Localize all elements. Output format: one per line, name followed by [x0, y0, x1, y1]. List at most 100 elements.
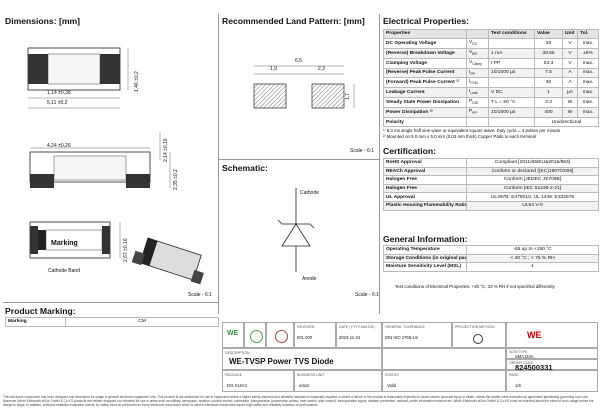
property-cell: Polarity [383, 117, 467, 127]
tb-reach-cell [266, 322, 294, 348]
proj-caption: PROJECTION METHOD [455, 325, 495, 329]
electrical-row: Polarity Unidirectional [383, 117, 599, 127]
property-cell: (Reverse) Breakdown Voltage [383, 47, 467, 59]
eco-logo-icon: WE [227, 330, 239, 337]
divider-marking [3, 302, 219, 303]
cathode-label: Cathode [300, 190, 319, 196]
status-value: Valid [387, 383, 397, 388]
value-cell: 33 [534, 37, 563, 49]
tol-cell: max. [577, 37, 599, 49]
value-cell: 38.65 [534, 47, 563, 59]
value-cell: 40 [534, 77, 563, 89]
dim-2-35: 2,35 ±0,2 [173, 169, 179, 190]
tb-status: STATUS Valid [382, 370, 506, 392]
property-cell: Clamping Voltage [383, 57, 467, 69]
condition-cell [488, 117, 535, 127]
pkg-caption: PACKAGE [225, 373, 243, 377]
marking-title: Product Marking: [5, 306, 76, 316]
marking-value: CM [65, 317, 219, 327]
unit-cell: W [562, 107, 578, 119]
divider-left [218, 14, 219, 314]
disclaimer-text: This electronic component has been desig… [3, 395, 594, 407]
general-name: Storage Conditions (in original packagin… [383, 253, 467, 264]
dimensions-drawing [27, 47, 204, 285]
general-footnote: Test conditions of Electrical Properties… [395, 284, 555, 289]
property-cell: Steady State Power Dissipation [383, 97, 467, 109]
symbol-cell: VBR [466, 47, 489, 59]
electrical-header-row: Properties Test conditions Value Unit To… [383, 29, 599, 39]
tol-cell: max. [577, 97, 599, 109]
page-caption: PAGE [509, 373, 519, 377]
tb-rohs-cell [244, 322, 266, 348]
tb-projection: PROJECTION METHOD [452, 322, 506, 348]
description-caption: DESCRIPTION [225, 351, 250, 355]
dim-1-14: 1,14 ±0,38 [47, 90, 71, 96]
certification-name: Halogen Free [383, 183, 467, 194]
land-dim-6-5: 6,5 [295, 58, 302, 64]
electrical-note-2: ²⁾ Mounted on 5.0 mm x 5.0 mm (0.03 mm t… [383, 134, 536, 139]
tb-order: ORDER CODE 824500331 [506, 359, 598, 372]
unit-cell: A [562, 77, 578, 89]
property-cell: (Reverse) Peak Pulse Current [383, 67, 467, 79]
condition-cell [488, 77, 535, 89]
certification-value: UL497B: E478010, UL 1449: E332675 [466, 192, 599, 202]
dimensions-title: Dimensions: [mm] [5, 16, 80, 26]
date-caption: DATE (YYYY-MM-DD) [339, 325, 375, 329]
header-symbol [466, 29, 489, 39]
property-cell: Power Dissipation ²⁾ [383, 107, 467, 119]
general-value: -65 up to +150 °C [466, 245, 599, 255]
tb-date: DATE (YYYY-MM-DD) 2023-11-24 [336, 322, 382, 348]
unit-cell: V [562, 47, 578, 59]
certification-name: UL Approval [383, 192, 467, 202]
anode-label: Anode [302, 276, 317, 282]
schematic-title: Schematic: [222, 163, 268, 173]
size-caption: SIZE/TYPE [509, 350, 528, 354]
symbol-cell: VDC [466, 37, 489, 49]
tb-size: SIZE/TYPE SMAJ33A [506, 348, 598, 359]
certification-value: Conform [JEDEC JS709B] [466, 175, 599, 185]
certification-name: REACh Approval [383, 166, 467, 177]
unit-cell: A [562, 67, 578, 79]
certification-title: Certification: [383, 146, 436, 156]
value-cell: 7.5 [534, 67, 563, 79]
certification-value: Conform [IEC 61249-2-21] [466, 183, 599, 194]
tb-page: PAGE 1/6 [506, 370, 598, 392]
certification-value: UL94 V-0 [466, 200, 599, 211]
general-row: Operating Temperature-65 up to +150 °C [383, 245, 599, 255]
tb-package: PACKAGE DO-214AC [222, 370, 294, 392]
general-title: General Information: [383, 234, 468, 244]
symbol-cell: VClamp [466, 57, 489, 69]
general-row: Storage Conditions (in original packagin… [383, 253, 599, 264]
tol-cell: max. [577, 67, 599, 79]
header-tol: Tol. [577, 29, 599, 39]
condition-cell: V DC [488, 87, 535, 99]
land-scale: Scale - 6:1 [350, 148, 374, 154]
general-name: Moisture Sensitivity Level (MSL) [383, 262, 467, 272]
tol-cell: max. [577, 57, 599, 69]
divider-schematic [218, 159, 379, 160]
tb-logo-cell: WE [222, 322, 244, 348]
projection-icon [473, 334, 483, 344]
tb-revision: REVISION 001.003 [294, 322, 336, 348]
symbol-cell [466, 117, 489, 127]
order-code: 824500331 [515, 363, 553, 372]
rev-value: 001.003 [297, 335, 313, 340]
divider-right [379, 14, 380, 314]
value-cell: 400 [534, 107, 563, 119]
electrical-note-1: ¹⁾ 8.3 ms single half sine wave or equiv… [383, 128, 561, 133]
tol-cell: ±5% [577, 47, 599, 59]
electrical-title: Electrical Properties: [383, 16, 469, 26]
date-value: 2023-11-24 [339, 335, 361, 340]
header-conditions: Test conditions [488, 29, 535, 39]
header-unit: Unit [562, 29, 578, 39]
value-cell: Unidirectional [534, 117, 599, 127]
condition-cell: 1 mA [488, 47, 535, 59]
land-dim-2-3: 2,3 [318, 66, 325, 72]
